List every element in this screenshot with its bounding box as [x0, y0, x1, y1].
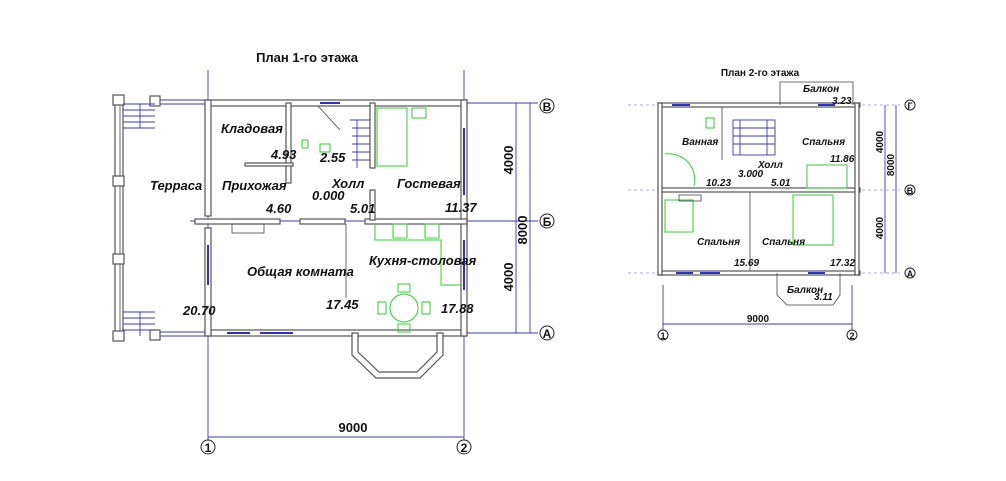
floor2-plan: План 2-го этажа	[628, 68, 916, 341]
bed-se	[792, 194, 834, 246]
dim-depth-total: 8000	[515, 216, 530, 245]
area-stair: 2.55	[319, 150, 346, 165]
kitchen-sink	[392, 223, 408, 239]
room-label-terrace: Терраса	[150, 178, 202, 193]
area-bath: 10.23	[706, 178, 731, 189]
axis2-marker-2: 2	[849, 331, 854, 341]
balcony-top	[779, 81, 854, 105]
room-label-balcony-bottom: Балкон	[787, 285, 823, 296]
room-label-bedroom-se: Спальня	[762, 237, 805, 248]
axis-marker-a: А	[543, 327, 552, 341]
room-label-guest: Гостевая	[397, 176, 461, 191]
axis-marker-b: Б	[543, 215, 552, 229]
floor2-axis-markers: 1 2 Г В А	[657, 99, 916, 341]
area-hallway: 4.60	[265, 201, 292, 216]
room-label-bath: Ванная	[682, 137, 718, 148]
room-label-hallway: Прихожая	[222, 178, 287, 193]
fireplace-2	[678, 194, 702, 202]
area-balcony-top: 3.23	[832, 96, 852, 107]
toilet	[705, 117, 715, 129]
axis-marker-2: 2	[461, 441, 468, 455]
dim2-width: 9000	[747, 314, 770, 325]
axis-marker-v: В	[543, 100, 552, 114]
room-label-bedroom-ne: Спальня	[802, 137, 845, 148]
floor1-walls	[194, 99, 468, 337]
room-label-bedroom-sw: Спальня	[697, 237, 740, 248]
floor1-plan: План 1-го этажа	[112, 50, 555, 455]
armchair	[319, 143, 331, 153]
axis-marker-1: 1	[205, 441, 212, 455]
area-storage: 4.93	[270, 147, 297, 162]
room-label-hall-2: Холл	[757, 160, 784, 171]
terrace-steps-bottom	[123, 311, 155, 336]
area-hall: 5.01	[350, 201, 375, 216]
area-balcony-bottom: 3.11	[814, 292, 833, 303]
area-bedroom-ne: 11.86	[830, 154, 855, 165]
room-label-storage: Кладовая	[221, 121, 283, 136]
area-kitchen: 17.88	[441, 301, 474, 316]
level-mark: 0.000	[312, 188, 345, 203]
fireplace	[231, 223, 265, 234]
dim2-depth-bottom: 4000	[875, 216, 886, 239]
bed-ne	[806, 164, 848, 189]
area-bedroom-se: 17.32	[830, 258, 855, 269]
bathtub	[664, 153, 696, 187]
room-label-balcony-top: Балкон	[803, 84, 839, 95]
dim-width: 9000	[339, 420, 368, 435]
floor1-title: План 1-го этажа	[256, 50, 359, 65]
dim-depth-top: 4000	[501, 146, 516, 175]
floor1-axis-markers: 1 2 В Б А	[200, 98, 555, 455]
guest-bed	[376, 107, 408, 167]
axis2-marker-1: 1	[660, 331, 665, 341]
dim2-depth-top: 4000	[875, 130, 886, 153]
axis2-marker-a: А	[907, 269, 914, 279]
dim2-depth-total: 8000	[886, 153, 897, 176]
area-bedroom-sw: 15.69	[734, 258, 759, 269]
floor2-walls	[657, 81, 861, 306]
dining-table	[389, 293, 419, 323]
area-guest: 11.37	[445, 200, 477, 215]
kitchen-stove	[424, 223, 440, 239]
area-living: 17.45	[326, 297, 359, 312]
level-mark-2: 3.000	[738, 169, 763, 180]
floor1-labels: Кладовая Терраса Прихожая Холл Гостевая …	[150, 121, 477, 318]
area-hall-2: 5.01	[771, 178, 791, 189]
floor2-title: План 2-го этажа	[721, 68, 800, 79]
balcony-bottom	[776, 273, 841, 306]
floor2-dimensions: 9000 4000 4000 8000	[663, 105, 897, 325]
floor1-furniture	[231, 107, 461, 333]
room-label-kitchen: Кухня-столовая	[369, 253, 477, 268]
axis2-marker-g: Г	[907, 101, 912, 111]
floor1-dimensions: 9000 4000 4000 8000	[208, 103, 531, 438]
floor2-stairs	[732, 119, 776, 156]
floor1-stairs	[317, 105, 370, 168]
floor2-furniture	[664, 117, 848, 246]
bay-window	[351, 332, 444, 379]
terrace-steps-top	[123, 103, 155, 129]
room-label-living: Общая комната	[247, 264, 354, 279]
floor2-labels: Балкон 3.23 Ванная Спальня Холл 11.86 3.…	[682, 84, 855, 303]
dim-depth-bottom: 4000	[501, 263, 516, 292]
axis2-marker-v: В	[907, 186, 914, 196]
bed-sw	[664, 199, 694, 233]
area-terrace: 20.70	[182, 303, 216, 318]
terrace-railing	[114, 97, 124, 339]
terrace	[112, 94, 208, 342]
room-label-hall: Холл	[331, 176, 364, 191]
